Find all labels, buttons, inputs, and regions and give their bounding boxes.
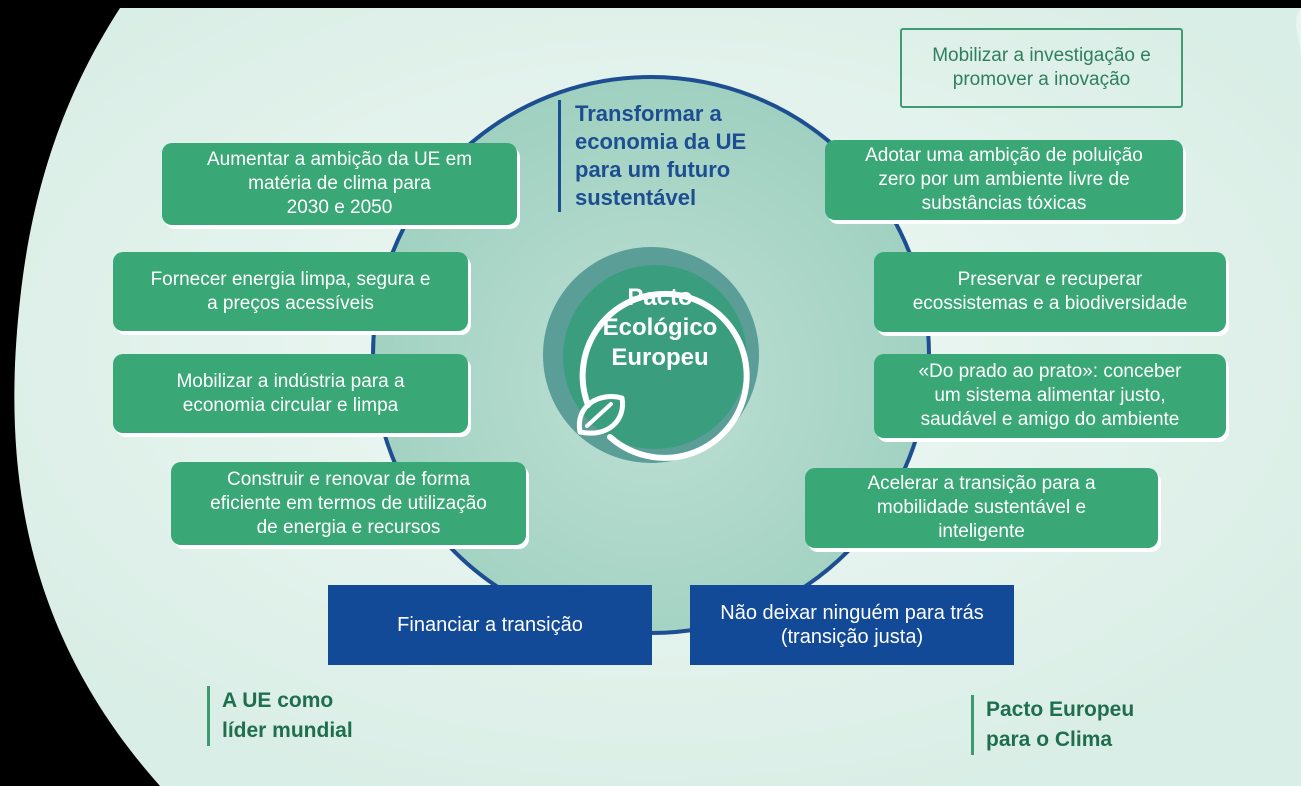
box-line: Mobilizar a investigação e	[932, 45, 1151, 66]
box-line: economia circular e limpa	[182, 394, 399, 416]
building-renovation-box: Construir e renovar de forma eficiente e…	[171, 462, 526, 545]
box-line: Mobilizar a indústria para a	[176, 370, 405, 392]
box-line: saudável e amigo do ambiente	[920, 409, 1180, 430]
box-line: 2030 e 2050	[286, 197, 393, 218]
box-line: inteligente	[938, 521, 1025, 542]
box-line: Construir e renovar de forma	[227, 468, 470, 490]
box-line: ecossistemas e a biodiversidade	[912, 293, 1188, 314]
box-line: a preços acessíveis	[207, 292, 374, 314]
header-title-line: sustentável	[575, 185, 697, 210]
box-line: Aumentar a ambição da UE em	[206, 149, 473, 170]
box-line: matéria de clima para	[248, 173, 431, 194]
box-line: eficiente em termos de utilização	[210, 492, 487, 514]
footer-line: para o Clima	[986, 728, 1113, 751]
footer-line: líder mundial	[222, 719, 353, 742]
zero-pollution-box: Adotar uma ambição de poluição zero por …	[825, 140, 1183, 220]
box-line: Fornecer energia limpa, segura e	[150, 268, 431, 290]
sustainable-mobility-box: Acelerar a transição para a mobilidade s…	[805, 468, 1158, 548]
clean-energy-box: Fornecer energia limpa, segura e a preço…	[113, 252, 468, 331]
footer-line: Pacto Europeu	[986, 698, 1135, 721]
box-line: «Do prado ao prato»: conceber	[918, 361, 1182, 382]
footer-line: A UE como	[222, 689, 334, 712]
research-innovation-box: Mobilizar a investigação e promover a in…	[900, 28, 1183, 108]
biodiversity-box: Preservar e recuperar ecossistemas e a b…	[874, 252, 1226, 332]
box-line: (transição justa)	[780, 626, 924, 648]
box-line: substâncias tóxicas	[921, 193, 1087, 214]
leaf-icon	[576, 394, 626, 436]
box-line: Adotar uma ambição de poluição	[865, 145, 1143, 166]
climate-pact-label: Pacto Europeu para o Clima	[971, 695, 1134, 755]
header-title-line: para um futuro	[575, 157, 731, 182]
center-disc	[563, 265, 747, 449]
global-leader-label: A UE como líder mundial	[207, 686, 353, 746]
center-title-line: Europeu	[611, 344, 709, 371]
circular-industry-box: Mobilizar a indústria para a economia ci…	[113, 354, 468, 433]
box-line: Acelerar a transição para a	[867, 473, 1096, 494]
center-title-line: Pacto	[627, 284, 693, 311]
climate-ambition-box: Aumentar a ambição da UE em matéria de c…	[162, 143, 517, 225]
farm-to-fork-box: «Do prado ao prato»: conceber um sistema…	[874, 354, 1226, 438]
box-line: mobilidade sustentável e	[876, 497, 1087, 518]
box-line: promover a inovação	[952, 69, 1131, 90]
finance-transition-box: Financiar a transição	[328, 585, 652, 665]
center-ring-arc	[579, 290, 750, 461]
box-line: Não deixar ninguém para trás	[720, 602, 984, 624]
center-title-line: Ecológico	[602, 314, 718, 341]
header-title-line: Transformar a	[575, 101, 722, 126]
box-line: zero por um ambiente livre de	[878, 169, 1130, 190]
box-line: Preservar e recuperar	[957, 269, 1143, 290]
header-title-line: economia da UE	[575, 129, 747, 154]
center-title: Pacto Ecológico Europeu	[565, 283, 755, 373]
just-transition-box: Não deixar ninguém para trás (transição …	[690, 585, 1014, 665]
box-line: um sistema alimentar justo,	[934, 385, 1166, 406]
transform-economy-title: Transformar a economia da UE para um fut…	[558, 100, 746, 212]
box-line: Financiar a transição	[397, 614, 583, 636]
box-line: de energia e recursos	[256, 516, 441, 538]
